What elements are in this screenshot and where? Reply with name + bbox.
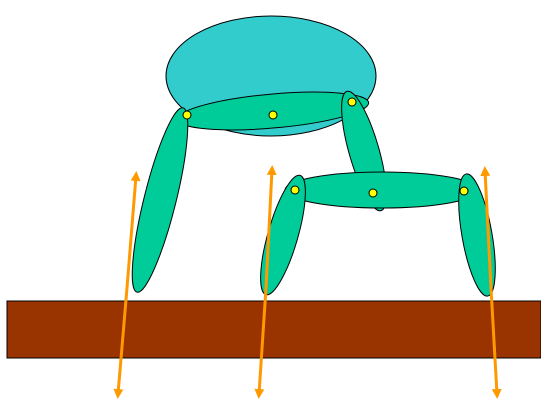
- lower-bar: [285, 172, 479, 208]
- lower-bar-center-joint: [369, 189, 377, 197]
- upper-bar-center-joint: [269, 111, 277, 119]
- rear-leg-joint: [460, 187, 468, 195]
- ground-slab: [7, 301, 541, 358]
- middle-leg-joint: [291, 186, 299, 194]
- upper-right-joint: [348, 98, 356, 106]
- middle-leg: [251, 171, 314, 298]
- hip-joint: [183, 111, 191, 119]
- rear-leg: [451, 171, 502, 298]
